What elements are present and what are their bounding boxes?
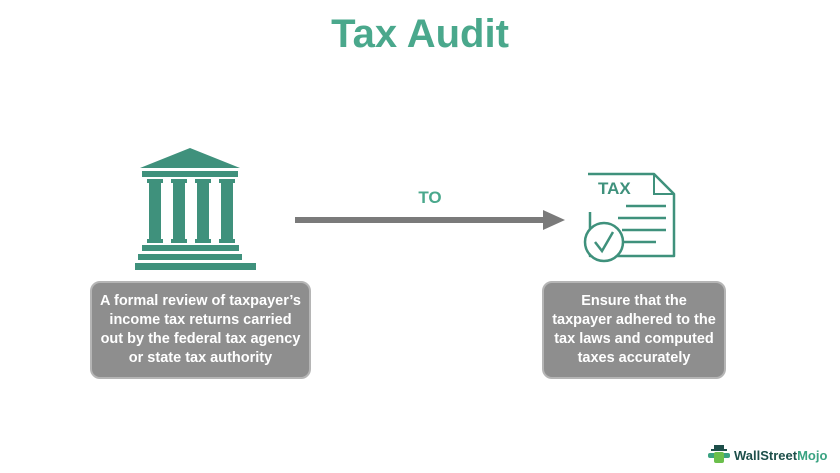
logo-text-2: Mojo xyxy=(797,447,828,463)
right-description-box: Ensure that the taxpayer adhered to the … xyxy=(542,281,726,379)
logo-text-1: WallStreet xyxy=(734,447,798,463)
tax-label: TAX xyxy=(598,179,631,198)
page-title: Tax Audit xyxy=(331,12,509,56)
logo-icon xyxy=(708,445,730,463)
connector-label: TO xyxy=(418,188,442,207)
tax-document-check-icon: TAX xyxy=(583,172,676,263)
left-description-box: A formal review of taxpayer’s income tax… xyxy=(90,281,311,379)
arrow-right-icon xyxy=(295,210,565,230)
government-building-icon xyxy=(135,148,256,270)
